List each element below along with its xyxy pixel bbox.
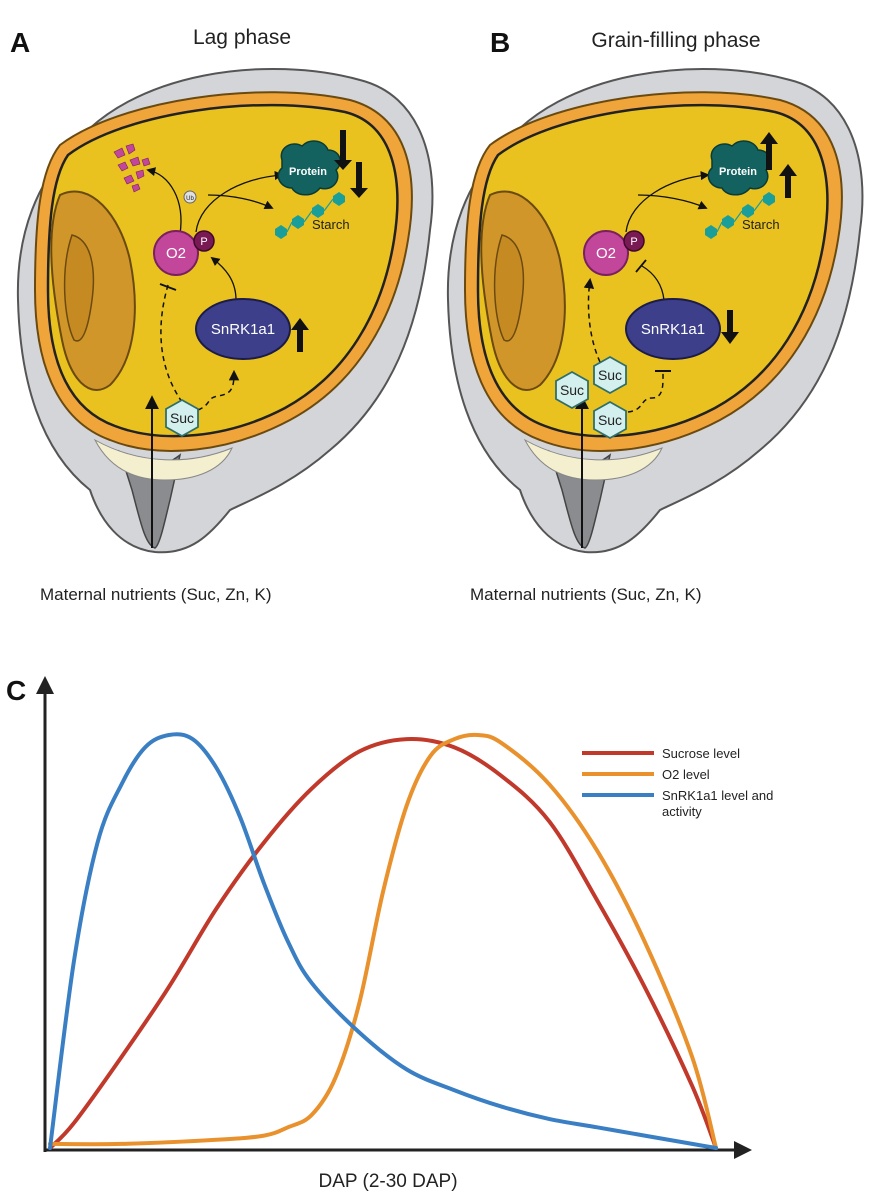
snrk-to-o2-inhibit-bar-b [635, 259, 647, 273]
series-line-snrk [48, 732, 718, 1150]
x-axis-label: DAP (2-30 DAP) [318, 1171, 457, 1192]
snrk-label-a: SnRK1a1 [211, 321, 275, 338]
suc-inhibits-o2-a [160, 284, 183, 403]
suc-inhibits-o2-bar-a [159, 283, 177, 291]
phospho-label-a: P [200, 236, 207, 248]
suc-inhibits-snrk-b [627, 371, 664, 413]
starch-up-arrow-b [779, 164, 797, 198]
panel-b-title: Grain-filling phase [591, 29, 760, 52]
o2-node-a [153, 230, 199, 276]
panel-a-title: Lag phase [193, 26, 291, 49]
transfer-zone-a [93, 438, 233, 481]
snrk-up-arrow-a [291, 318, 309, 352]
suc-node-b1 [555, 370, 589, 410]
suc-label-b2: Suc [598, 367, 622, 383]
suc-label-b1: Suc [560, 382, 584, 398]
x-axis-arrowhead [734, 1141, 752, 1159]
suc-node-b2 [593, 355, 627, 395]
o2-label-a: O2 [166, 245, 186, 262]
snrk-to-o2-inhibit-b [641, 265, 665, 301]
chart-series [48, 732, 718, 1150]
suc-to-o2-arrow-b [583, 277, 601, 363]
o2-label-b: O2 [596, 245, 616, 262]
o2-to-protein-arrow-a [195, 170, 284, 233]
embryo-inner-a [63, 234, 95, 342]
legend-label-sucrose: Sucrose level [662, 746, 740, 761]
embryo-inner-b [493, 234, 525, 342]
suc-label-a: Suc [170, 410, 194, 426]
ubiquitin-icon [183, 190, 197, 204]
snrk-label-b: SnRK1a1 [641, 321, 705, 338]
o2-to-starch-arrow-a [207, 194, 274, 210]
series-line-sucrose [48, 737, 718, 1150]
degradation-arrow-a [146, 167, 182, 235]
series-line-o2 [48, 732, 718, 1150]
panel-c: C DAP (2-30 DAP) Sucrose level O2 levelSn… [6, 675, 773, 1192]
starch-down-arrow-a [350, 162, 368, 198]
maternal-nutrients-b: Maternal nutrients (Suc, Zn, K) [470, 585, 701, 604]
protein-down-arrow-a [334, 130, 352, 170]
snrk-node-a [195, 298, 291, 360]
starch-label-b: Starch [742, 217, 780, 232]
legend-label-o2: O2 level [662, 767, 710, 782]
panel-a-letter: A [10, 27, 30, 58]
protein-label-b: Protein [719, 166, 757, 178]
starch-label-a: Starch [312, 217, 350, 232]
starch-chain-a [275, 192, 345, 239]
protein-label-a: Protein [289, 166, 327, 178]
o2-to-protein-arrow-b [625, 171, 710, 233]
o2-node-b [583, 230, 629, 276]
o2-to-starch-arrow-b [637, 194, 708, 210]
panel-c-letter: C [6, 675, 26, 706]
transfer-zone-b [523, 438, 663, 481]
snrk-to-o2-arrow-a [210, 256, 237, 301]
starch-chain-b [705, 192, 775, 239]
phospho-node-b [623, 230, 645, 252]
protein-icon-a: Protein [277, 140, 341, 196]
panel-a: A Lag phase [10, 26, 434, 604]
y-axis-arrowhead [36, 676, 54, 694]
maternal-nutrients-a: Maternal nutrients (Suc, Zn, K) [40, 585, 271, 604]
suc-node-a [165, 398, 199, 438]
snrk-node-b [625, 298, 721, 360]
ub-label: Ub [186, 196, 194, 202]
suc-node-b3 [593, 400, 627, 440]
suc-label-b3: Suc [598, 412, 622, 428]
snrk-down-arrow-b [721, 310, 739, 344]
phospho-node-a [193, 230, 215, 252]
panel-b-letter: B [490, 27, 510, 58]
panel-b: B Grain-filling phase Protein [446, 27, 864, 604]
protein-icon-b: Protein [707, 140, 771, 196]
degraded-o2-icon [113, 143, 151, 193]
phospho-label-b: P [630, 236, 637, 248]
protein-up-arrow-b [760, 132, 778, 170]
suc-to-snrk-arrow-a [197, 369, 240, 411]
